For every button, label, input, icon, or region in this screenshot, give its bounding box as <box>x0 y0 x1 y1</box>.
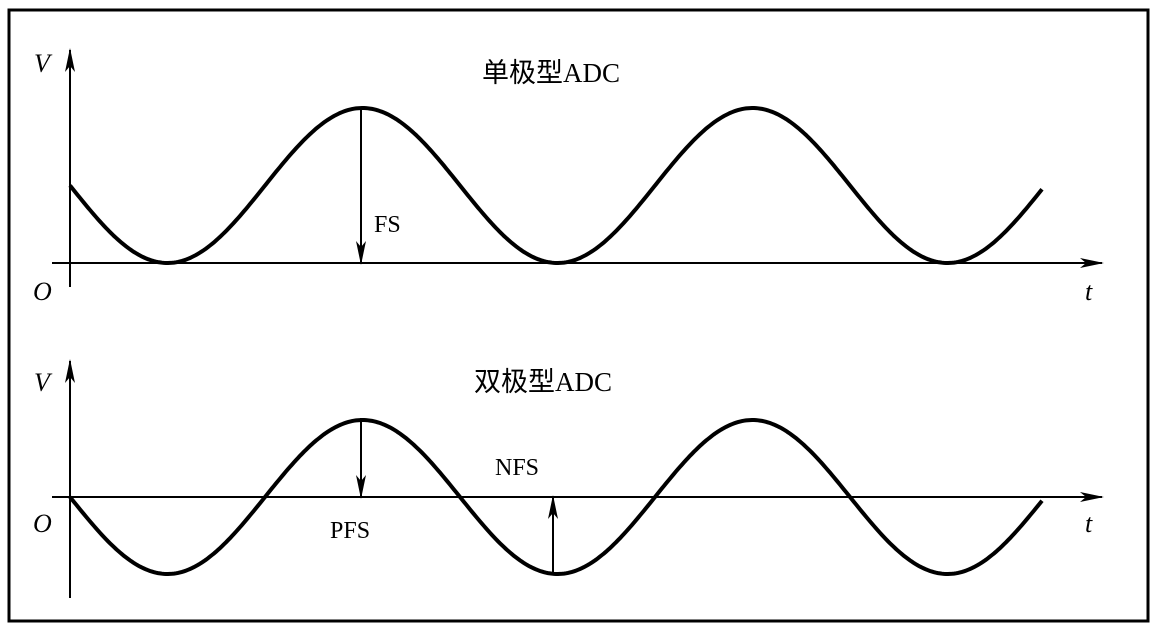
bipolar-v-label: V <box>34 368 53 397</box>
unipolar-panel: V O t 单极型ADC FS <box>33 48 1104 306</box>
pfs-label: PFS <box>330 518 370 544</box>
unipolar-origin-label: O <box>33 277 52 306</box>
frame-border <box>7 8 1150 623</box>
nfs-label: NFS <box>495 455 539 481</box>
unipolar-title: 单极型ADC <box>482 58 620 88</box>
bipolar-title: 双极型ADC <box>474 367 612 397</box>
bipolar-panel: V O t 双极型ADC PFS NFS <box>33 359 1104 598</box>
fs-label: FS <box>374 212 401 238</box>
unipolar-sine-wave <box>68 106 1044 265</box>
bipolar-origin-label: O <box>33 509 52 538</box>
unipolar-v-label: V <box>34 49 53 78</box>
bipolar-sine-wave <box>68 418 1044 576</box>
bipolar-t-label: t <box>1085 509 1093 538</box>
unipolar-t-label: t <box>1085 277 1093 306</box>
